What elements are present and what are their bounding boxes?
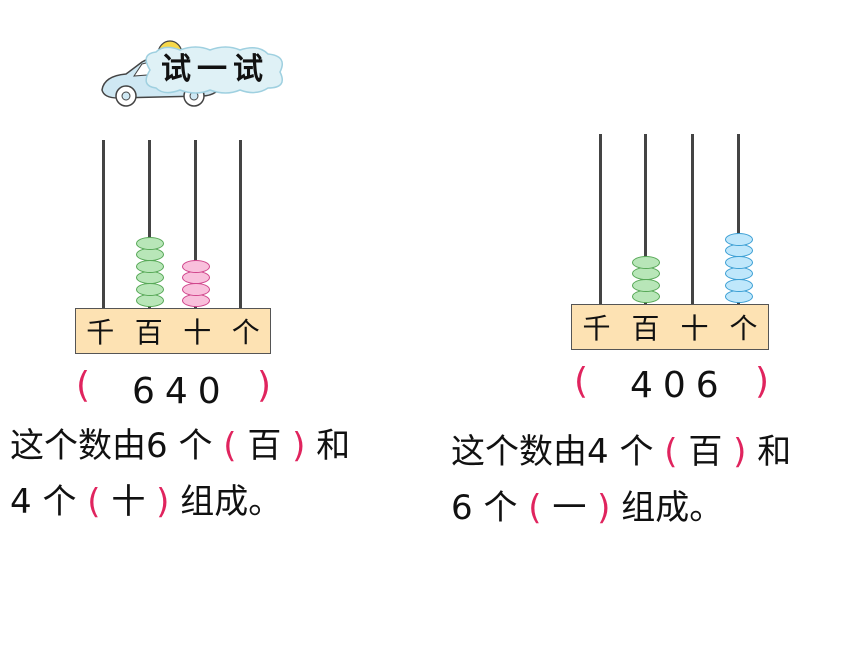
- abacus-bead-hundreds: [136, 259, 164, 273]
- place-label-thousands: 千: [86, 316, 115, 349]
- answer-right[interactable]: 406: [630, 365, 729, 406]
- abacus-bead-ones: [725, 278, 753, 292]
- abacus-bead-hundreds: [136, 271, 164, 284]
- fill-blank[interactable]: 百: [688, 432, 723, 472]
- abacus-bead-ones: [725, 244, 753, 257]
- abacus-bead-hundreds: [136, 248, 164, 261]
- sentence-left-line2: 4 个 ( 十 ) 组成。: [10, 482, 283, 522]
- abacus-rod-tens: [691, 134, 694, 306]
- sentence-right-line1: 这个数由4 个 ( 百 ) 和: [451, 432, 792, 472]
- place-label-thousands: 千: [582, 312, 611, 345]
- abacus-bead-hundreds: [632, 290, 660, 303]
- abacus-bead-tens: [182, 282, 210, 296]
- abacus-rod-hundreds: [148, 140, 151, 310]
- abacus-bead-ones: [725, 232, 753, 246]
- abacus-place-labels: 千 百 十 个: [571, 304, 769, 350]
- page-title: 试一试: [161, 52, 269, 87]
- abacus-bead-hundreds: [136, 236, 164, 250]
- answer-left[interactable]: 640: [132, 371, 231, 412]
- fill-blank[interactable]: 十: [111, 482, 146, 522]
- abacus-bead-hundreds: [632, 255, 660, 269]
- abacus-bead-ones: [725, 255, 753, 269]
- place-label-tens: 十: [680, 312, 709, 345]
- place-label-ones: 个: [231, 316, 260, 349]
- abacus-place-labels: 千 百 十 个: [75, 308, 271, 354]
- abacus-rod-thousands: [599, 134, 602, 306]
- fill-blank[interactable]: 百: [247, 426, 282, 466]
- sentence-right-line2: 6 个 ( 一 ) 组成。: [451, 488, 724, 528]
- title-bubble: [145, 46, 283, 94]
- abacus-rod-ones: [737, 134, 740, 306]
- answer-close-paren: ): [755, 361, 770, 402]
- abacus-rod-thousands: [102, 140, 105, 310]
- abacus-right: 千 百 十 个: [571, 134, 769, 352]
- abacus-bead-ones: [725, 267, 753, 280]
- abacus-bead-tens: [182, 259, 210, 273]
- place-label-tens: 十: [183, 316, 212, 349]
- abacus-rod-hundreds: [644, 134, 647, 306]
- abacus-rod-ones: [239, 140, 242, 310]
- sentence-left-line1: 这个数由6 个 ( 百 ) 和: [10, 426, 351, 466]
- abacus-bead-hundreds: [136, 294, 164, 307]
- abacus-bead-hundreds: [632, 278, 660, 292]
- answer-open-paren: (: [574, 361, 589, 402]
- abacus-bead-tens: [182, 271, 210, 284]
- abacus-bead-hundreds: [136, 282, 164, 296]
- abacus-bead-hundreds: [632, 267, 660, 280]
- place-label-hundreds: 百: [631, 312, 660, 345]
- place-label-hundreds: 百: [134, 316, 163, 349]
- answer-close-paren: ): [257, 365, 272, 406]
- abacus-rod-tens: [194, 140, 197, 310]
- abacus-left: 千 百 十 个: [75, 140, 271, 355]
- abacus-bead-tens: [182, 294, 210, 307]
- fill-blank[interactable]: 一: [552, 488, 587, 528]
- place-label-ones: 个: [729, 312, 758, 345]
- answer-open-paren: (: [76, 365, 91, 406]
- abacus-bead-ones: [725, 290, 753, 303]
